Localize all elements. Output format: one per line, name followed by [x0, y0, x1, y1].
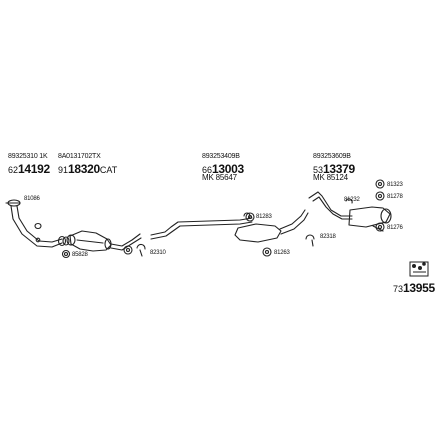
oem-number: 8A0131702TX	[58, 153, 101, 160]
oem-number: 89325310 1K	[8, 153, 48, 160]
part-number: 9118320CAT	[58, 161, 117, 177]
part-number: 6214192	[8, 161, 50, 177]
callout-label: 81263	[274, 250, 290, 256]
callout-label: 81278	[387, 194, 403, 200]
oem-number: 893253409B	[202, 153, 240, 160]
intermediate-pipe-part	[150, 217, 253, 240]
callout-label: 81283	[256, 214, 272, 220]
callout-label: 81086	[24, 196, 40, 202]
callout-label: 85828	[72, 252, 88, 258]
callout-label: 81232	[344, 197, 360, 203]
callout-label: 81323	[387, 182, 403, 188]
part-code: 14192	[18, 162, 50, 176]
catalytic-converter-part	[66, 230, 142, 252]
rear-silencer-part	[308, 191, 392, 228]
callout-label: 82310	[150, 250, 166, 256]
part-code: 13379	[323, 162, 355, 176]
mid-silencer-part	[234, 209, 309, 243]
part-code: 13003	[212, 162, 244, 176]
mounting-kit-ref: MK 85124	[313, 173, 348, 182]
rubber-mount-parts	[61, 179, 385, 259]
part-code: 18320	[68, 162, 100, 176]
kit-prefix: 73	[393, 284, 404, 294]
callout-label: 82318	[320, 234, 336, 240]
oem-number: 893253609B	[313, 153, 351, 160]
part-number: 6613003	[202, 161, 244, 177]
part-prefix: 66	[202, 165, 213, 175]
mounting-kit-ref: MK 85647	[202, 173, 237, 182]
clamp-parts	[136, 198, 384, 257]
part-number: 5313379	[313, 161, 355, 177]
part-prefix: 53	[313, 165, 324, 175]
front-downpipe-part	[7, 199, 63, 248]
kit-code: 13955	[403, 281, 435, 295]
gasket-rings	[34, 222, 70, 247]
part-prefix: 91	[58, 165, 69, 175]
kit-part-number: 7313955	[393, 280, 435, 296]
part-suffix: CAT	[99, 165, 118, 175]
callout-label: 81276	[387, 225, 403, 231]
mounting-kit-icon	[409, 261, 429, 277]
part-prefix: 62	[8, 165, 19, 175]
